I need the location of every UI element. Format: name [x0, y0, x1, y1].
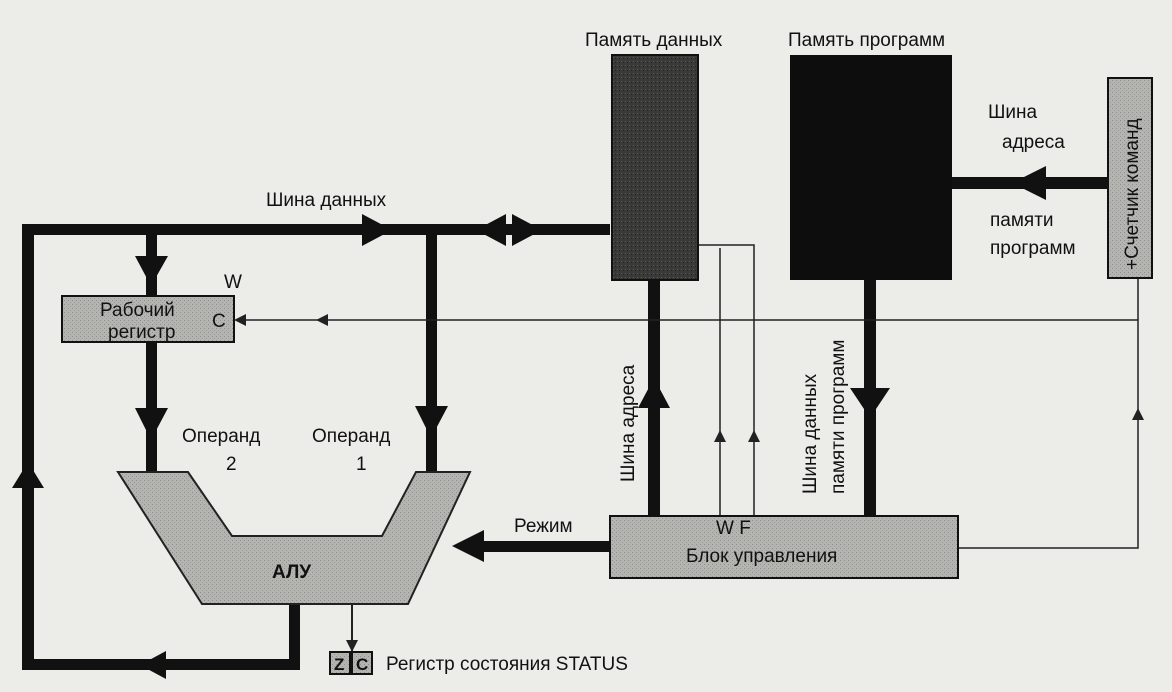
arrow-f-up	[748, 430, 760, 442]
arrow-clock-mid	[316, 314, 328, 326]
arrow-bus-right	[362, 214, 392, 246]
data-bus-line	[22, 224, 610, 235]
control-unit-block	[609, 515, 959, 579]
data-memory-block	[611, 54, 699, 281]
address-bus-vertical-label: Шина адреса	[618, 364, 639, 482]
data-memory-label: Память данных	[585, 30, 723, 51]
arrow-program-address	[1012, 166, 1046, 200]
alu-feedback-left	[22, 224, 34, 670]
arrow-mode	[452, 530, 484, 562]
mode-label: Режим	[514, 516, 573, 537]
alu-block	[116, 471, 472, 605]
arrow-left-up	[12, 462, 44, 488]
wreg-to-alu	[146, 342, 157, 472]
arrow-status-down	[346, 640, 358, 652]
wreg-c-mark: C	[212, 311, 226, 332]
operand1-label-1: Операнд	[312, 426, 390, 447]
arrow-wreg-clock	[234, 314, 246, 326]
counter-control-line	[958, 418, 1139, 549]
working-register-block	[61, 295, 235, 343]
arrow-w-up	[714, 430, 726, 442]
memory-w-line	[690, 244, 755, 516]
control-lines	[244, 244, 1139, 652]
arrow-bidir-right	[512, 214, 542, 246]
operand1-label-2: 1	[356, 454, 367, 475]
working-register-label-2: регистр	[108, 322, 175, 343]
arrow-counter-up	[1132, 408, 1144, 420]
bus-to-operand1	[426, 230, 437, 474]
wreg-w-mark: W	[224, 272, 242, 293]
program-memory-label: Память программ	[788, 30, 945, 51]
address-bus-label-2: адреса	[1002, 132, 1065, 153]
pm-data-bus-label-1: Шина данных	[800, 373, 821, 494]
arrow-bidir-left	[476, 214, 506, 246]
control-unit-label: Блок управления	[686, 546, 837, 567]
data-bus-label: Шина данных	[266, 190, 387, 211]
program-counter-label: +Счетчик команд	[1122, 118, 1143, 270]
pm-data-bus-label-2: памяти программ	[828, 340, 849, 494]
status-c-box	[351, 651, 373, 675]
arrow-operand2	[135, 408, 168, 440]
mode-line	[470, 541, 610, 552]
alu-output-line	[289, 594, 300, 670]
address-bus-label-1: Шина	[988, 102, 1038, 123]
status-register-label: Регистр состояния STATUS	[386, 654, 628, 675]
status-c-flag: C	[356, 655, 368, 674]
status-z-flag: Z	[334, 655, 344, 674]
arrowheads	[12, 166, 1046, 679]
program-counter-block	[1107, 77, 1153, 279]
pm-address-label-1: памяти	[990, 210, 1054, 231]
program-memory-block	[790, 55, 952, 280]
pm-address-label-2: программ	[990, 238, 1076, 259]
status-z-box	[329, 651, 351, 675]
arrow-wreg-in	[135, 256, 168, 286]
thin-arrowheads	[234, 314, 1144, 652]
operand2-label-1: Операнд	[182, 426, 260, 447]
arrow-data-address-up	[638, 378, 670, 408]
alu-label: АЛУ	[272, 562, 311, 583]
wreg-clock-line	[244, 319, 1139, 418]
control-unit-wf: W F	[716, 518, 751, 539]
operand2-label-2: 2	[226, 454, 237, 475]
arrow-bottom-left	[140, 651, 166, 679]
arrow-operand1	[415, 406, 448, 438]
working-register-label-1: Рабочий	[100, 300, 175, 321]
arrow-program-data-down	[850, 388, 890, 418]
